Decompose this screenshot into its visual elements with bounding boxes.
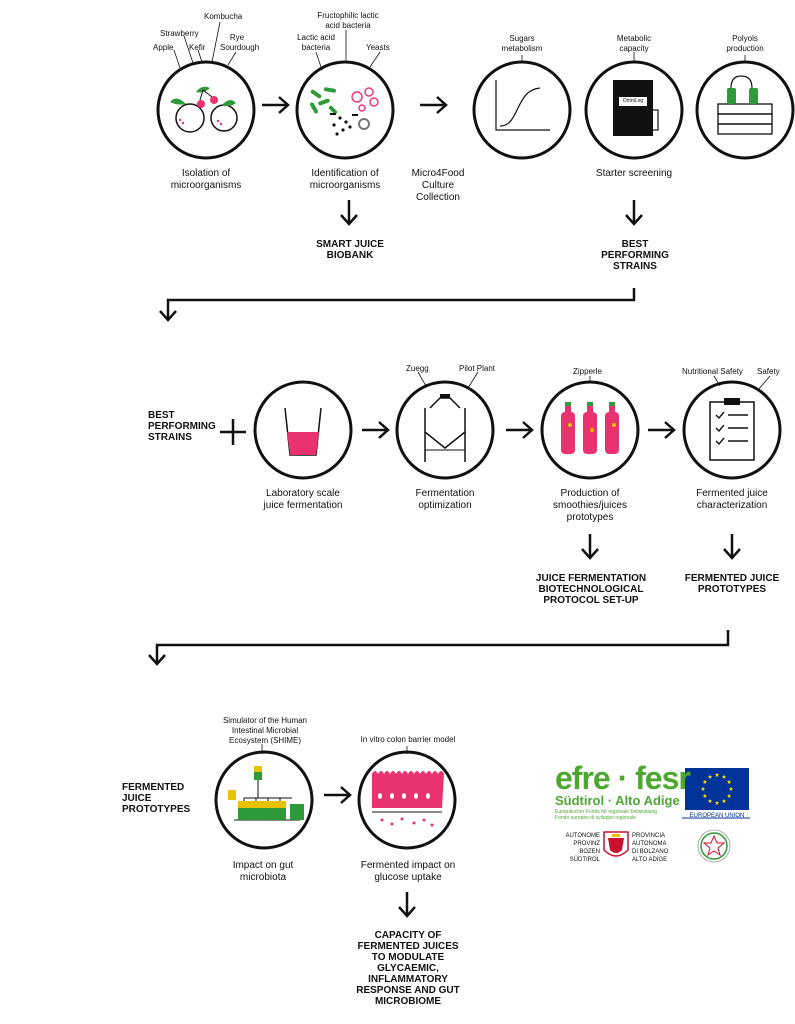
circle-characterization [682,380,782,480]
arrow-2 [418,95,448,115]
eu-flag [685,768,749,810]
caption-production: Production of smoothies/juices prototype… [553,488,627,523]
eu-star-icon [714,772,720,777]
arrow-down-capacity [397,890,417,918]
caption-characterization: Fermented juice characterization [696,488,768,511]
eu-star-icon [707,798,713,804]
caption-collection: Micro4Food Culture Collection [411,168,465,203]
omnilog-label: OmniLog [622,98,644,104]
italian-emblem [697,829,731,863]
label-sugars: Sugars metabolism [501,34,543,53]
arrow-down-prototypes [722,532,742,560]
label-kefir: Kefir [189,43,206,52]
arrow-4 [504,420,534,440]
eu-star-icon [714,800,720,805]
arrow-1 [260,95,290,115]
label-metabolic: Metabolic capacity [616,34,652,53]
circle-optimization [395,380,495,480]
circle-production [540,380,640,480]
eu-star-icon [728,786,734,791]
arrow-down-protocol [580,532,600,560]
output-capacity: CAPACITY OF FERMENTED JUICES TO MODULATE… [356,930,460,1007]
eu-star-icon [702,793,708,798]
circle-metabolic [584,60,684,160]
label-fructophilic: Fructophilic lactic acid bacteria [317,11,379,30]
label-strawberry: Strawberry [160,29,199,38]
circle-shime [214,750,314,850]
eu-star-icon [721,774,727,779]
label-yeasts: Yeasts [366,43,390,52]
label-lactic-acid-bacteria: Lactic acid bacteria [297,33,335,52]
output-biobank: SMART JUICE BIOBANK [316,239,384,261]
eu-star-icon [702,779,708,784]
label-colon-barrier: In vitro colon barrier model [360,735,456,744]
circle-colon [357,750,457,850]
eu-star-icon [707,774,713,779]
output-best-strains: BEST PERFORMING STRAINS [601,239,669,272]
circle-sugars [472,60,572,160]
label-safety: Safety [757,367,780,376]
efre-fesr-logo: efre · fesr [555,760,691,796]
arrow-5 [646,420,676,440]
circle-polyols [695,60,795,160]
cherry-icon [197,100,205,108]
arrow-down-strains [624,198,644,226]
arrow-down-biobank [339,198,359,226]
caption-glucose: Fermented impact on glucose uptake [360,860,456,883]
label-shime: Simulator of the Human Intestinal Microb… [222,716,308,745]
eu-star-icon [726,793,732,798]
label-polyols: Polyols production [726,34,764,53]
input-fermented-prototypes: FERMENTED JUICE PROTOTYPES [122,782,191,815]
circle-identification [295,60,395,160]
label-zipperle: Zipperle [573,367,602,376]
label-zuegg: Zuegg [406,364,429,373]
connector-1 [166,288,636,318]
eu-star-icon [700,786,706,791]
plus-icon [220,419,246,445]
circle-lab [253,380,353,480]
caption-starter: Starter screening [595,168,673,179]
connector-2 [155,630,730,662]
caption-gut: Impact on gut microbiota [232,860,294,883]
apple-icon [175,103,205,133]
label-kombucha: Kombucha [204,12,243,21]
caption-lab-scale: Laboratory scale juice fermentation [263,488,343,511]
eu-star-icon [721,798,727,804]
output-protocol: JUICE FERMENTATION BIOTECHNOLOGICAL PROT… [535,573,647,606]
caption-isolation: Isolation of microorganisms [170,168,242,191]
caption-optimization: Fermentation optimization [415,488,475,511]
apple-icon-2 [210,104,238,132]
circle-isolation [156,60,256,160]
arrow-6 [322,785,352,805]
input-best-strains: BEST PERFORMING STRAINS [148,410,216,443]
label-apple: Apple [153,43,174,52]
caption-identification: Identification of microorganisms [309,168,381,191]
efre-sub-it: Fondo europeo di sviluppo regionale [555,815,636,821]
eu-star-icon [726,779,732,784]
eu-label: EUROPEAN UNION [689,813,745,819]
label-pilot-plant: Pilot Plant [459,364,496,373]
label-rye-sourdough: Rye Sourdough [220,33,260,52]
south-tyrol-coat-of-arms [603,831,629,857]
region-text: Südtirol · Alto Adige [555,793,680,808]
output-fermented-prototypes: FERMENTED JUICE PROTOTYPES [684,573,780,595]
arrow-3 [360,420,390,440]
label-nutritional-safety: Nutritional Safety [682,367,743,376]
efre-sub-de: Europäischer Fonds für regionale Entwick… [555,809,657,815]
